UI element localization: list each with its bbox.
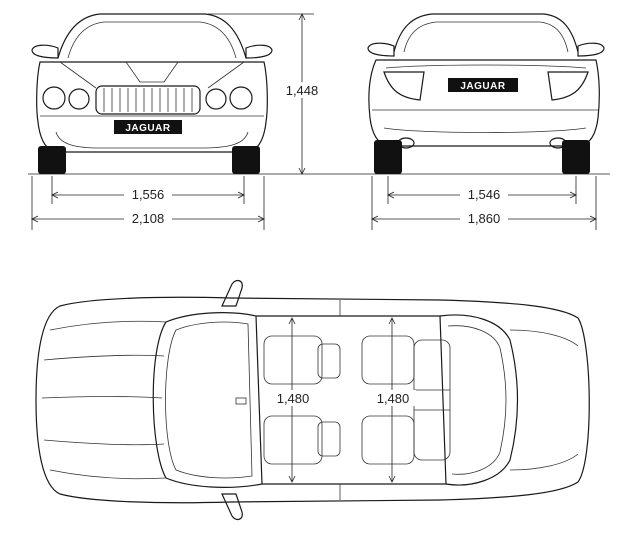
front-track-label: 1,556 [132,187,165,202]
rear-seat-width-label: 1,480 [377,391,410,406]
rear-track-label: 1,546 [468,187,501,202]
rear-right-tire [562,140,590,174]
overall-width-mirrors-label: 2,108 [132,211,165,226]
rear-plate-text: JAGUAR [460,81,506,92]
front-view: JAGUAR [28,13,610,175]
front-seats [263,335,341,465]
rear-width-dimensions: 1,546 1,860 [371,176,597,230]
seat-width-dimensions: 1,480 1,480 [270,317,416,483]
rear-view: JAGUAR [367,13,605,174]
height-label: 1,448 [286,83,319,98]
front-right-tire [232,146,260,174]
front-number-plate [114,120,182,134]
rear-left-tire [374,140,402,174]
overall-width-label: 1,860 [468,211,501,226]
rear-number-plate [448,78,518,92]
front-seat-width-label: 1,480 [277,391,310,406]
front-left-tire [38,146,66,174]
height-dimension: 1,448 [208,13,322,175]
front-width-dimensions: 1,556 2,108 [31,176,265,230]
top-view [35,279,590,521]
front-plate-text: JAGUAR [125,123,171,134]
